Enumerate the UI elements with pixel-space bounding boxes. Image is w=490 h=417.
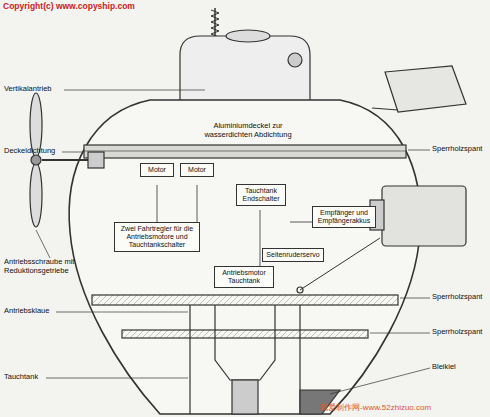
watermark: 我爱制作网-www.52zhizuo.com xyxy=(320,403,488,412)
component-box: Seitenruderservo xyxy=(262,248,324,262)
component-label: Empfänger und Empfängerakkus xyxy=(316,209,372,225)
component-box: Motor xyxy=(180,163,214,177)
component-box: Motor xyxy=(140,163,174,177)
part-label: Aluminiumdeckel zur wasserdichten Abdich… xyxy=(190,122,306,139)
part-label: Vertikalantrieb xyxy=(4,85,64,94)
part-label: Antriebsschraube mit Reduktionsgetriebe xyxy=(4,258,76,275)
component-label: Seitenruderservo xyxy=(266,251,320,259)
part-label: Tauchtank xyxy=(4,373,46,382)
part-label: Deckeldichtung xyxy=(4,147,62,156)
component-box: Empfänger und Empfängerakkus xyxy=(312,206,376,228)
component-label: Motor xyxy=(184,166,210,174)
component-label: Antriebsmotor Tauchtank xyxy=(218,269,270,285)
component-label: Motor xyxy=(144,166,170,174)
component-label: Tauchtank Endschalter xyxy=(240,187,282,203)
component-label: Zwei Fahrtregler für die Antriebsmotore … xyxy=(118,225,196,249)
part-label: Sperrholzspant xyxy=(432,328,488,337)
watermark: Copyright(c) www.copyship.com xyxy=(3,2,203,12)
part-label: Bleikiel xyxy=(432,363,482,372)
component-box: Antriebsmotor Tauchtank xyxy=(214,266,274,288)
part-label: Sperrholzspant xyxy=(432,145,488,154)
part-label: Sperrholzspant xyxy=(432,293,488,302)
part-label: Antriebsklaue xyxy=(4,307,56,316)
component-box: Tauchtank Endschalter xyxy=(236,184,286,206)
component-box: Zwei Fahrtregler für die Antriebsmotore … xyxy=(114,222,200,252)
